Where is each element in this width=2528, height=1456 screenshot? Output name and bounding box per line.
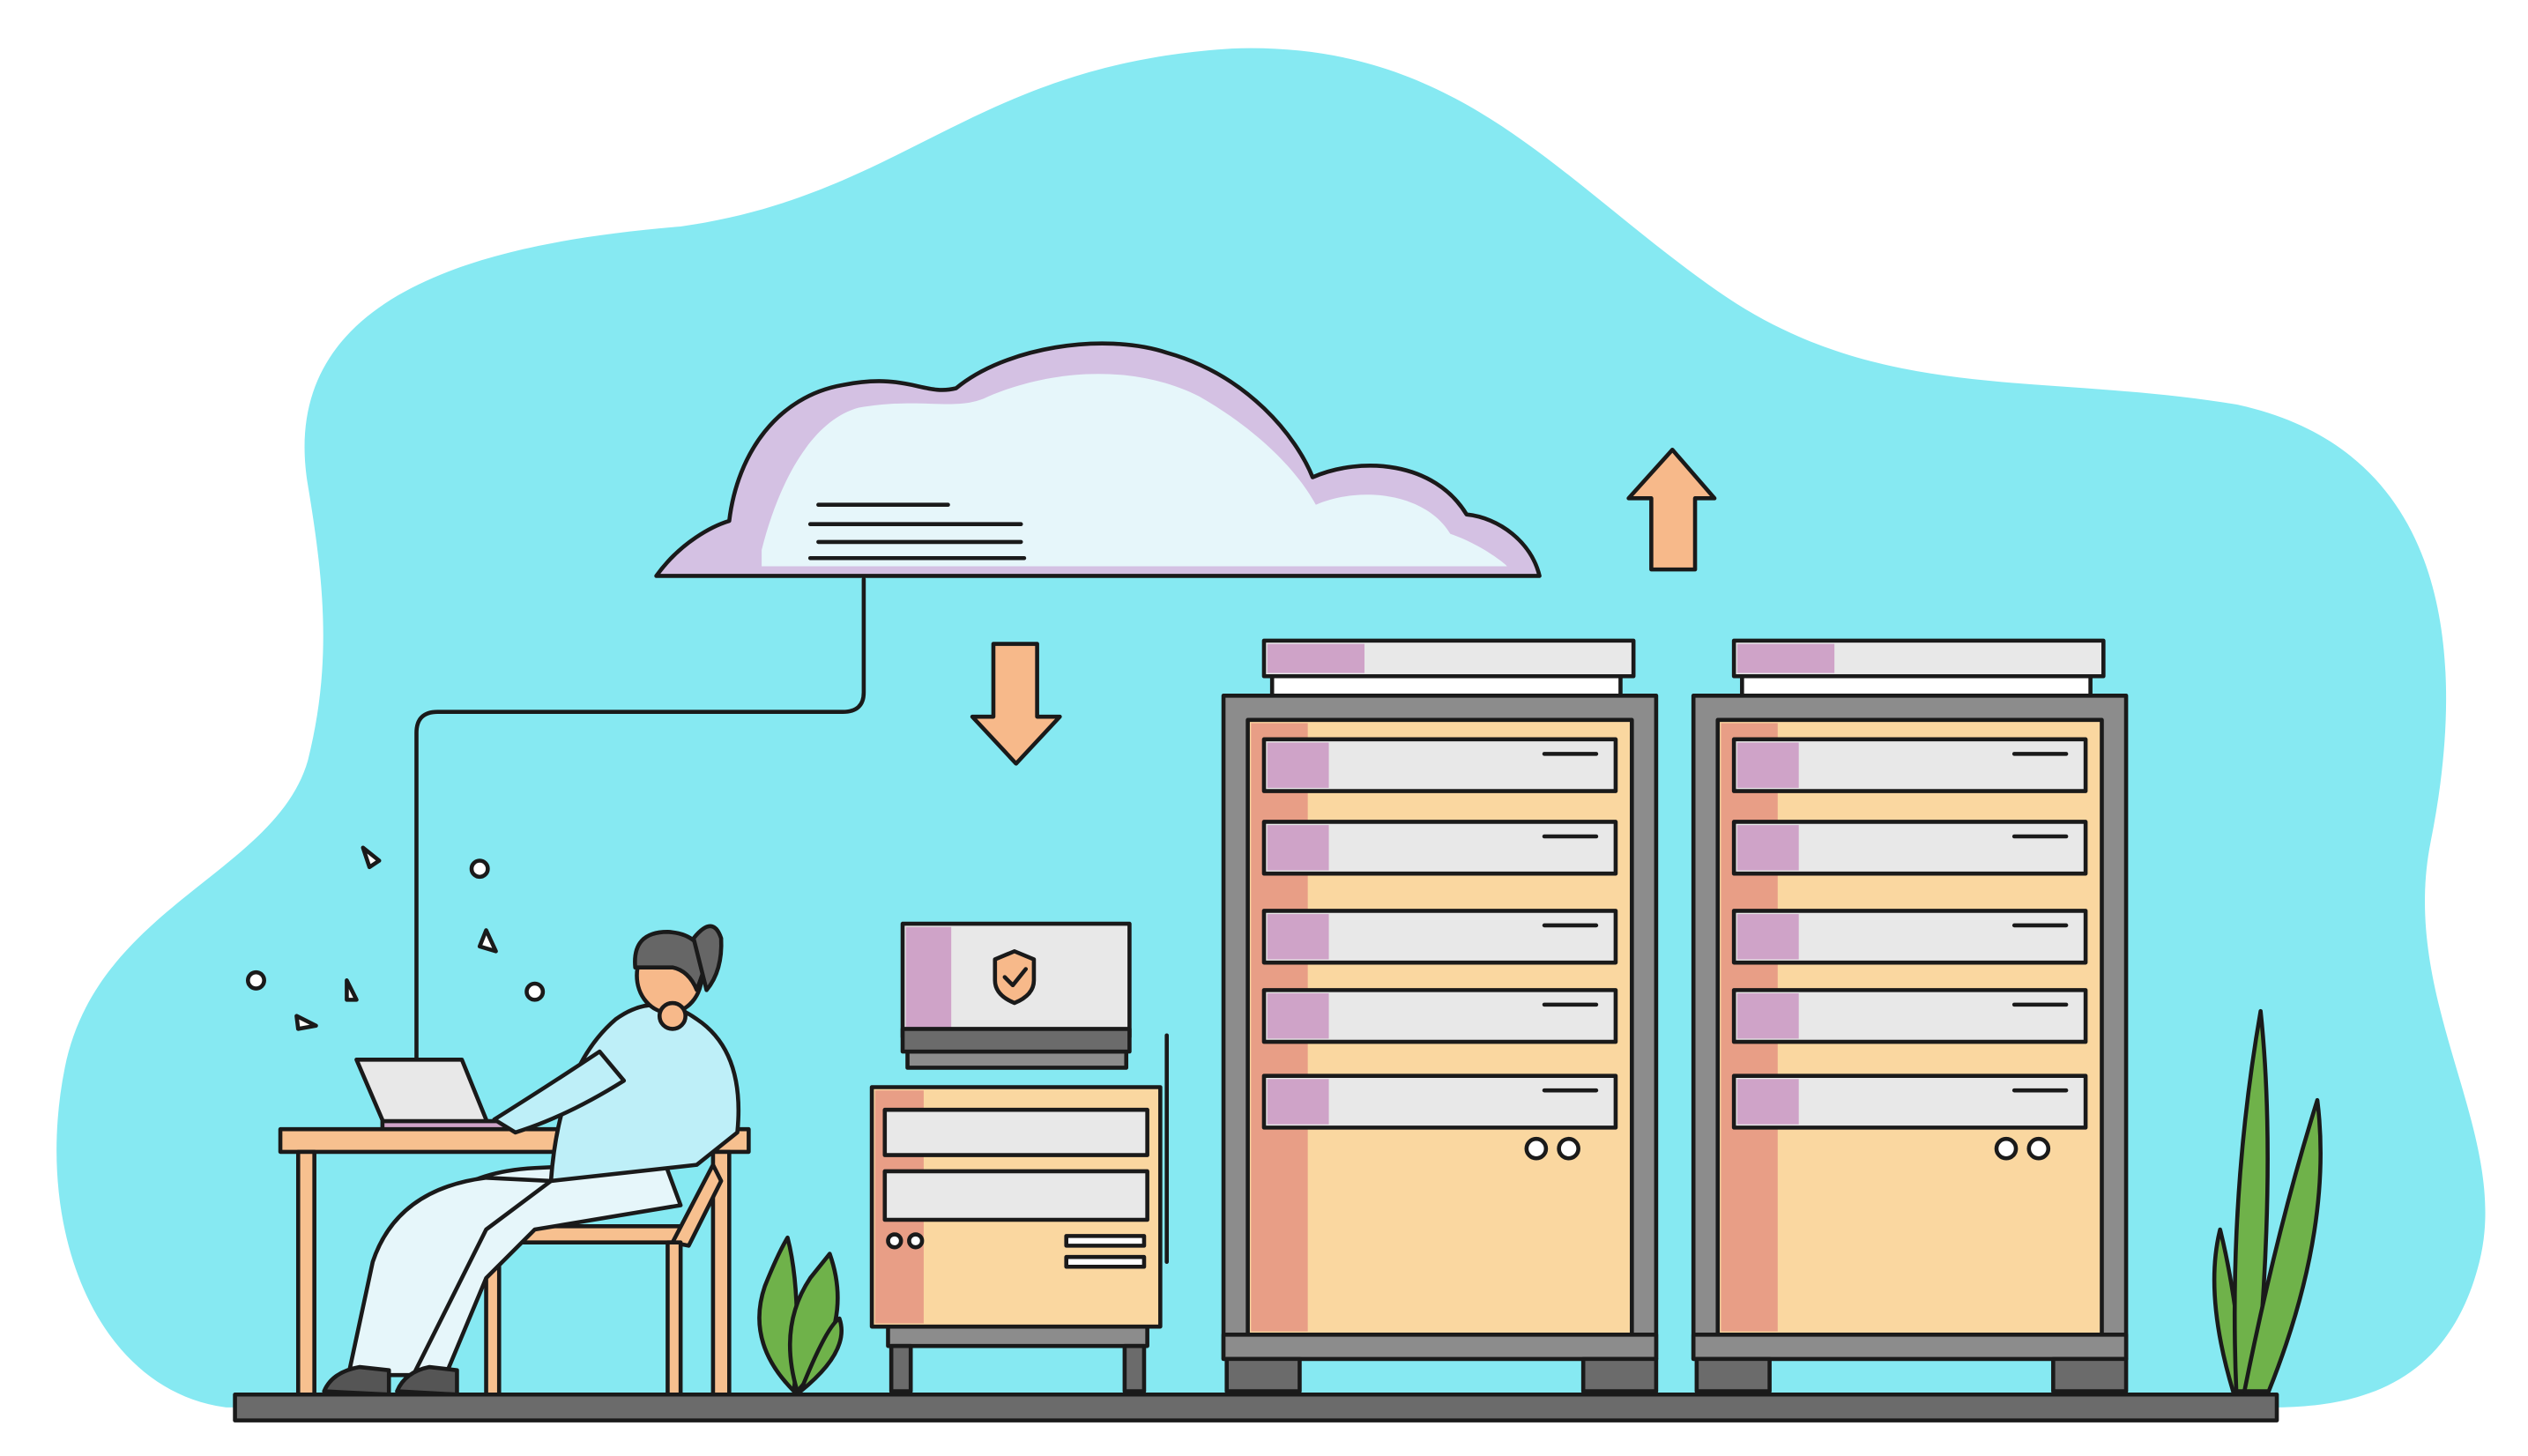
rack-foot: [1580, 1356, 1659, 1393]
drawer-accent: [1267, 1079, 1329, 1125]
plant-tall: [2212, 1008, 2323, 1393]
download-arrow-icon: [970, 642, 1062, 766]
rack-top-accent: [1267, 643, 1364, 673]
plant-small: [757, 1235, 844, 1393]
rack-indicator-light: [1524, 1136, 1549, 1161]
drawer-accent: [1267, 993, 1329, 1039]
drawer-accent: [1736, 825, 1799, 871]
rack-foot: [1224, 1356, 1302, 1393]
rack-indicator-light: [2026, 1136, 2051, 1161]
floor: [233, 1392, 2279, 1423]
rack-foot: [1694, 1356, 1772, 1393]
sparkles: [245, 845, 546, 1031]
rack-top-base: [1269, 673, 1623, 698]
drawer-accent: [1267, 914, 1329, 960]
rack-base: [1691, 1333, 2129, 1362]
rack-base: [1221, 1333, 1659, 1362]
drawer-accent: [1267, 742, 1329, 788]
server-rack: [1691, 638, 2129, 1393]
drawer-accent: [1736, 993, 1799, 1039]
network-cable: [414, 576, 866, 1062]
drawer-accent: [1736, 914, 1799, 960]
cloud: [654, 341, 1542, 578]
rack-foot: [2051, 1356, 2129, 1393]
person: [322, 924, 741, 1397]
server-rack: [1221, 638, 1659, 1393]
rack-top-accent: [1736, 643, 1835, 673]
shield-check-icon: [993, 949, 1037, 1006]
small-server: [869, 1085, 1163, 1393]
drawer-accent: [1736, 742, 1799, 788]
rack-top-base: [1740, 673, 2093, 698]
drawer-accent: [1267, 825, 1329, 871]
rack-indicator-light: [1994, 1136, 2019, 1161]
rack-indicator-light: [1557, 1136, 1580, 1161]
monitor: [900, 921, 1169, 1265]
drawer-accent: [1736, 1079, 1799, 1125]
upload-arrow-icon: [1626, 447, 1717, 572]
